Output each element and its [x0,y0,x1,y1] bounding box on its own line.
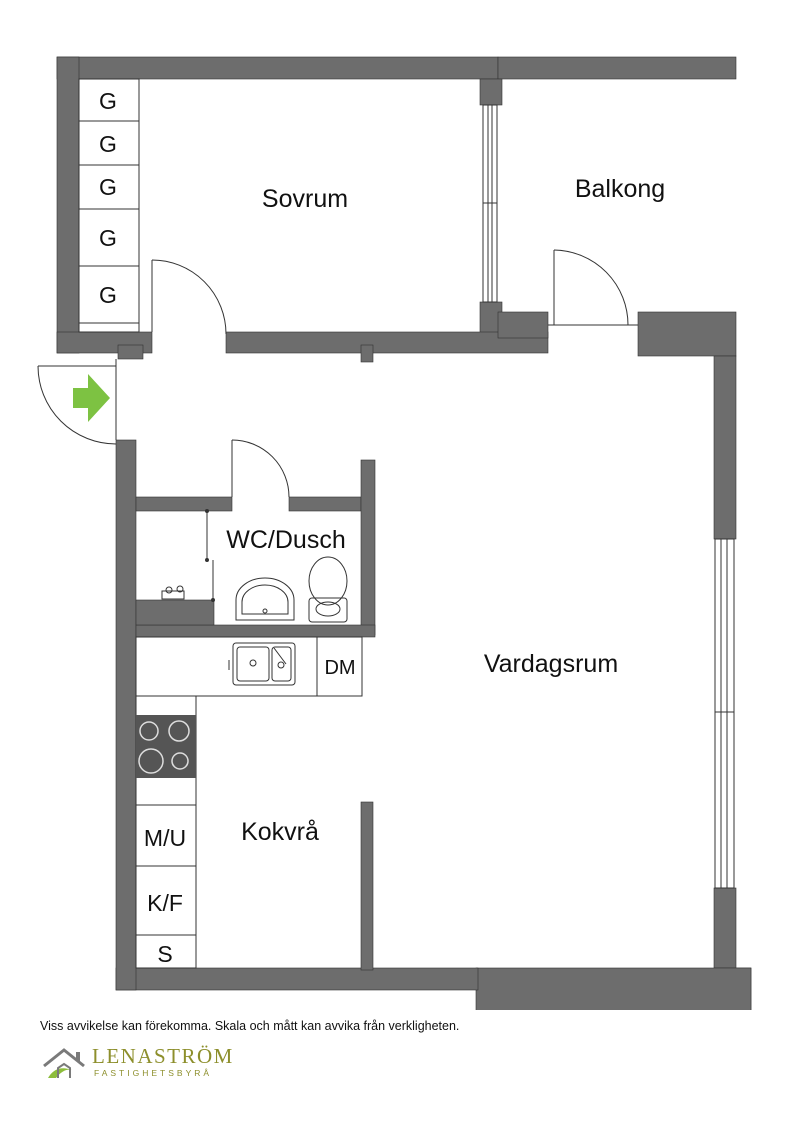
wardrobe-label: G [99,88,117,114]
windows [482,104,735,889]
wardrobe-label: G [99,282,117,308]
company-logo: LENASTRÖM FASTIGHETSBYRÅ [40,1042,280,1088]
room-label-kokvra: Kokvrå [241,818,319,846]
logo-name: LENASTRÖM [92,1044,234,1068]
logo-tagline: FASTIGHETSBYRÅ [94,1068,213,1078]
room-label-wc: WC/Dusch [226,526,345,554]
entrance-arrow-icon [73,374,110,422]
room-label-vardagsrum: Vardagsrum [484,650,618,678]
wardrobe-label: G [99,225,117,251]
shower [205,509,215,602]
floor-plan: G G G G G [37,56,752,1010]
stove [136,715,196,778]
room-label-sovrum: Sovrum [262,185,348,213]
storage-label: S [157,941,172,967]
room-label-balkong: Balkong [575,175,665,203]
washbasin [235,577,295,621]
sink [228,642,296,686]
doors [37,249,638,498]
wardrobe-label: G [99,131,117,157]
house-logo-icon [43,1048,85,1078]
shower-tap [161,585,185,600]
fridge-freezer-label: K/F [147,890,183,916]
toilet [308,556,348,623]
wardrobes [78,78,140,333]
walls [56,56,752,1010]
kitchen-counter [135,636,363,969]
dishwasher-label: DM [324,657,355,679]
microwave-label: M/U [144,825,186,851]
wardrobe-label: G [99,174,117,200]
disclaimer-text: Viss avvikelse kan förekomma. Skala och … [40,1019,460,1033]
